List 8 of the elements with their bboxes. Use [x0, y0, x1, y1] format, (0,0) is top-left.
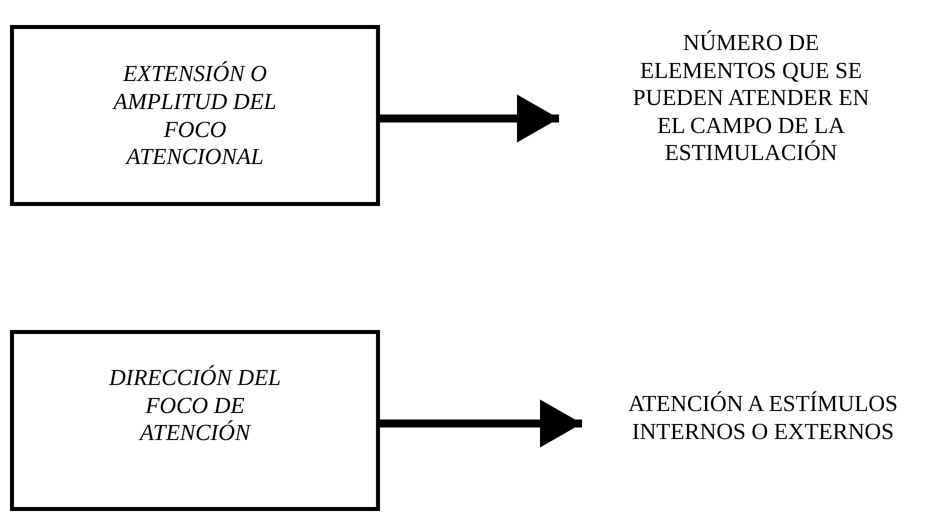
arrow: [380, 94, 559, 142]
box-label: EXTENSIÓN O AMPLITUD DEL FOCO ATENCIONAL: [111, 60, 278, 171]
process-box: [10, 25, 380, 206]
description-text: NÚMERO DE ELEMENTOS QUE SE PUEDEN ATENDER EN EL CAMPO DE LA ESTIMULACIÓN: [565, 32, 937, 164]
description-text: ATENCIÓN A ESTÍMULOS INTERNOS O EXTERNOS: [588, 376, 938, 460]
box-label: DIRECCIÓN DEL FOCO DE ATENCIÓN: [108, 364, 282, 447]
process-box: [10, 330, 380, 511]
arrow: [380, 400, 582, 448]
